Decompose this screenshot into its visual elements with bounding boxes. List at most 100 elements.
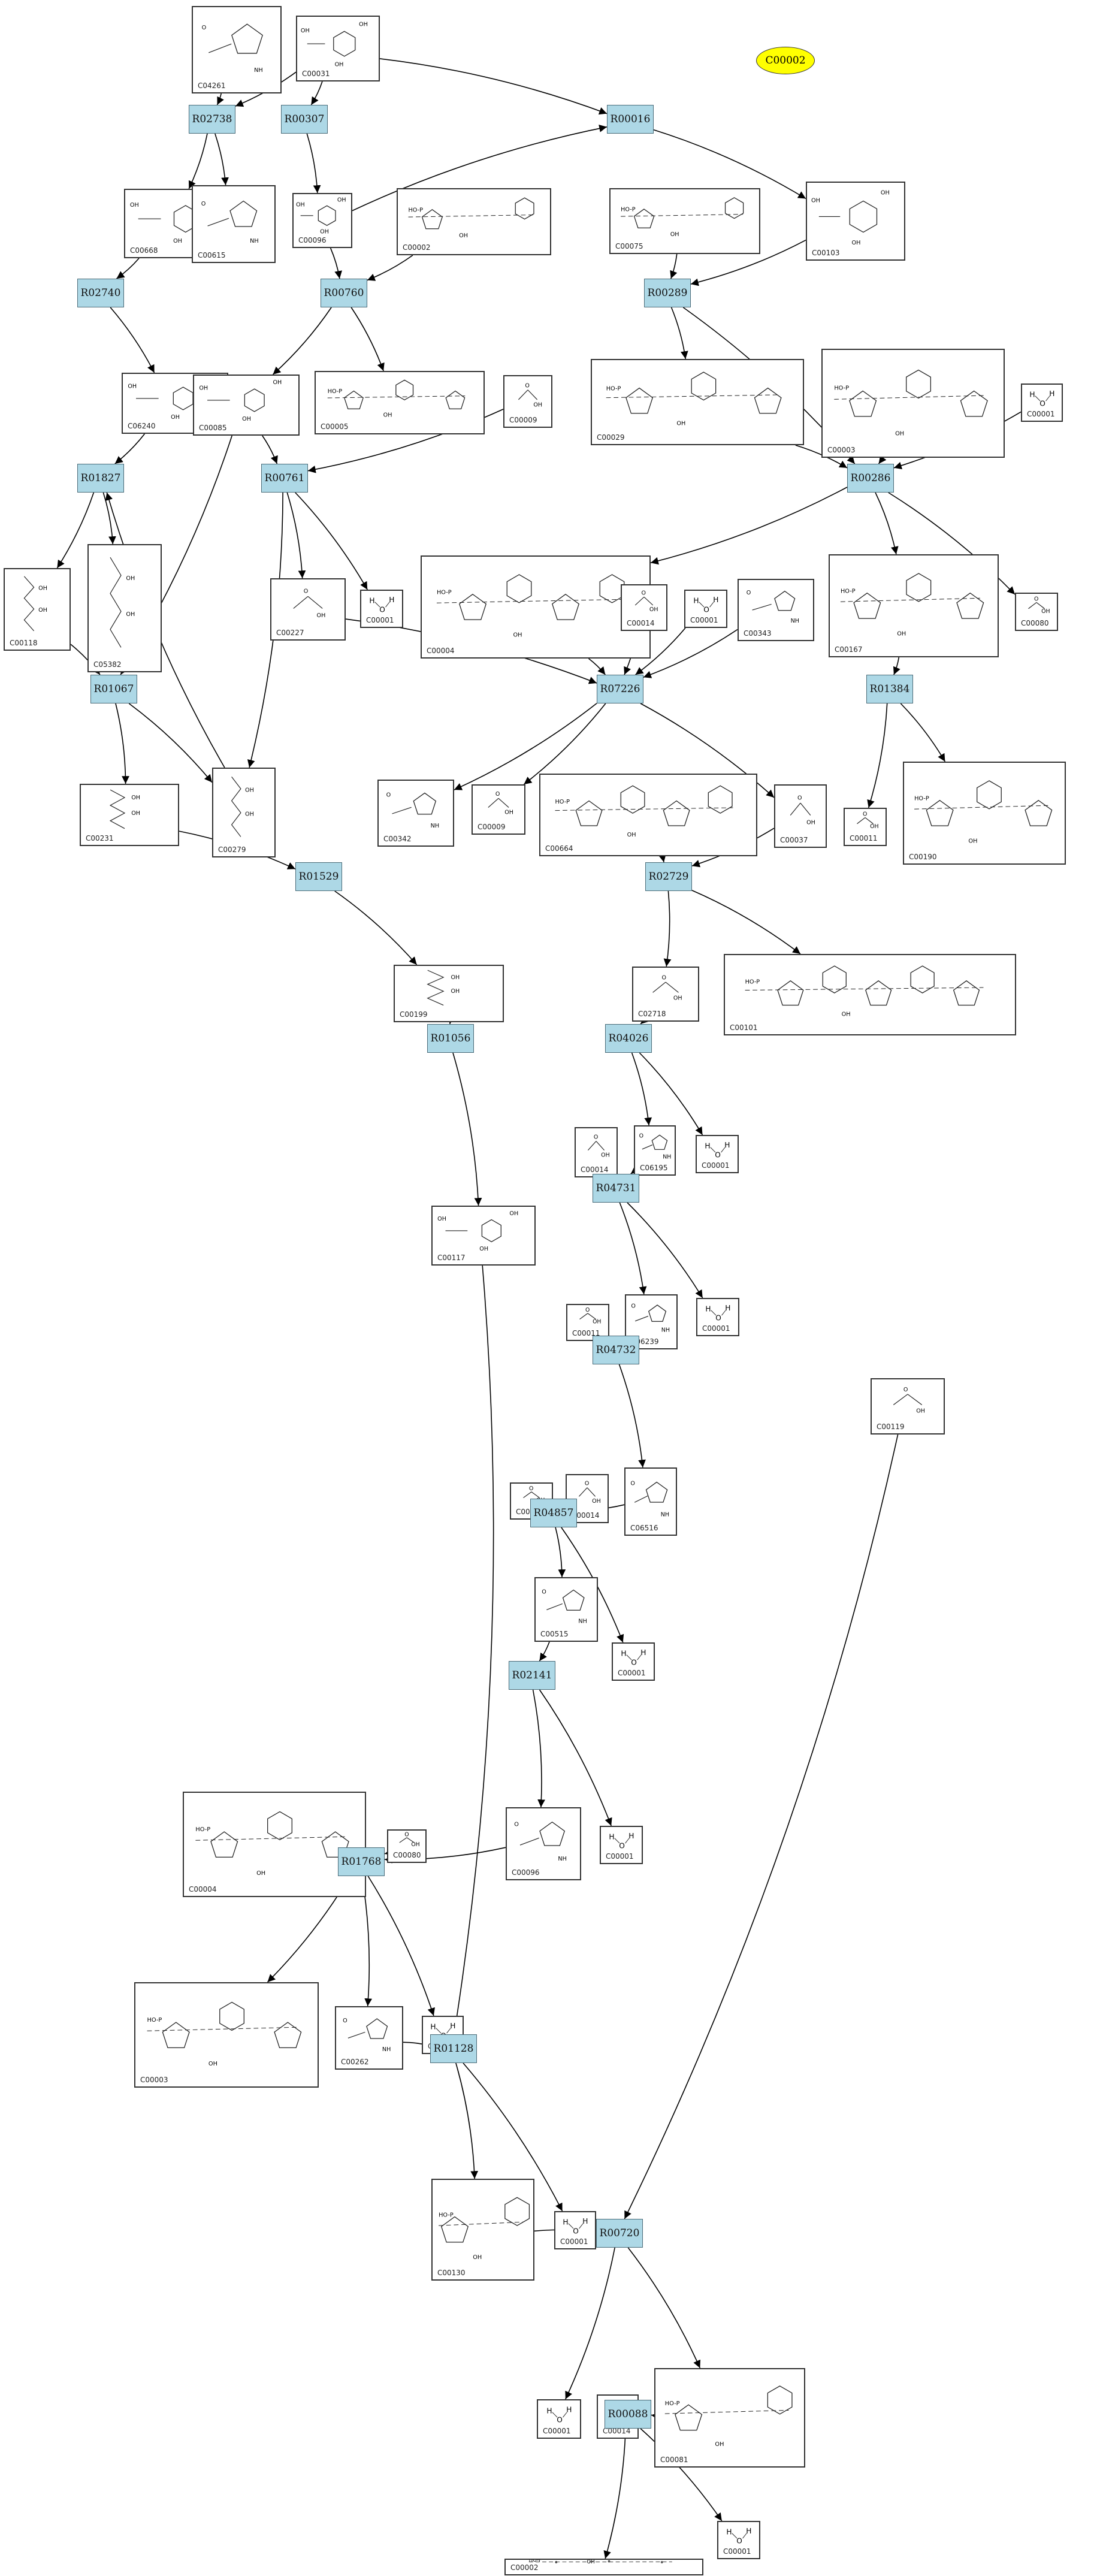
reaction-node[interactable]: R00720 <box>596 2219 643 2248</box>
compound-label: C00279 <box>218 845 246 854</box>
reaction-node[interactable]: R07226 <box>597 675 643 703</box>
reaction-node[interactable]: R00289 <box>644 279 691 307</box>
reaction-node[interactable]: R00286 <box>847 464 894 493</box>
edge-arrow <box>310 81 323 105</box>
svg-text:OH: OH <box>870 823 878 830</box>
reaction-node[interactable]: R04732 <box>593 1336 639 1364</box>
reaction-node[interactable]: R04857 <box>530 1499 577 1527</box>
reaction-node[interactable]: R01056 <box>427 1024 474 1053</box>
reaction-node[interactable]: R01384 <box>866 675 913 703</box>
structure-drawing: HO-POH <box>840 573 984 638</box>
reaction-node[interactable]: R00307 <box>281 105 328 134</box>
reaction-node[interactable]: R02141 <box>509 1661 555 1690</box>
reaction-node[interactable]: R01128 <box>430 2034 477 2063</box>
reaction-node[interactable]: R02729 <box>645 862 692 891</box>
compound-label: C00001 <box>606 1852 634 1861</box>
compound-label: C00096 <box>512 1868 540 1877</box>
reaction-node[interactable]: R01067 <box>90 675 137 703</box>
reaction-node[interactable]: R00088 <box>605 2400 651 2429</box>
edge-arrow <box>532 1689 545 1808</box>
svg-text:H: H <box>566 2406 572 2414</box>
reaction-node[interactable]: R01768 <box>338 1847 385 1876</box>
compound-label: C00103 <box>812 249 840 257</box>
compound-label: C00031 <box>302 70 330 78</box>
reaction-node[interactable]: R00016 <box>607 105 654 134</box>
compound-label: C06195 <box>640 1164 668 1172</box>
edge-arrow <box>640 703 775 798</box>
reaction-node[interactable]: R00761 <box>261 464 308 493</box>
edge-arrow <box>670 307 688 360</box>
reaction-node[interactable]: R04026 <box>605 1024 652 1053</box>
compound-label: C00002 <box>510 2563 539 2572</box>
reaction-node[interactable]: R04731 <box>593 1174 639 1203</box>
reaction-node[interactable]: R01827 <box>77 464 124 493</box>
reaction-node[interactable]: R02738 <box>189 105 235 134</box>
reaction-node[interactable]: R01529 <box>295 862 342 891</box>
svg-text:NH: NH <box>663 1154 671 1161</box>
reaction-node[interactable]: R00760 <box>321 279 367 307</box>
compound-label: C00342 <box>383 835 412 843</box>
reaction-node[interactable]: R02740 <box>77 279 124 307</box>
compound-label: C00515 <box>540 1630 569 1638</box>
goal-compound-node[interactable]: C00002 <box>756 47 815 74</box>
svg-text:O: O <box>379 606 385 614</box>
edge-arrow <box>110 307 155 373</box>
